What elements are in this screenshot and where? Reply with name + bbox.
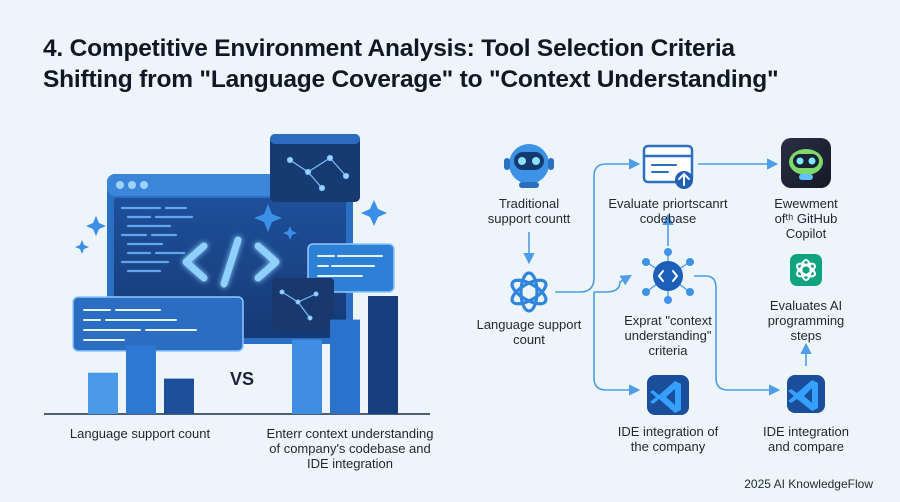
node-exprat-label: Exprat "context understanding" criteria bbox=[612, 313, 724, 358]
node-evaluate-line-1: Evaluate priortscanrt bbox=[608, 196, 728, 211]
vs-badge: VS bbox=[229, 369, 254, 389]
node-evaluate-label: Evaluate priortscanrt codebase bbox=[600, 196, 736, 226]
code-brackets-icon bbox=[182, 236, 280, 288]
node-ide-compare-label: IDE integration and compare bbox=[752, 424, 860, 454]
context-network-icon bbox=[642, 248, 694, 304]
label-context-line-1: Enterr context understanding bbox=[266, 426, 434, 441]
label-context-line-3: IDE integration bbox=[307, 456, 393, 471]
label-context-understanding: Enterr context understanding of company'… bbox=[262, 426, 438, 471]
footer-credit: 2025 AI KnowledgeFlow bbox=[744, 477, 873, 491]
sparkle-icon bbox=[75, 200, 387, 254]
node-ewewment-line-3: Copilot bbox=[785, 226, 827, 241]
node-language-label: Language support count bbox=[470, 317, 588, 347]
page-title: 4. Competitive Environment Analysis: Too… bbox=[43, 33, 779, 95]
node-exprat-line-3: criteria bbox=[648, 343, 688, 358]
label-language-support: Language support count bbox=[69, 426, 211, 441]
node-ewewment-line-1: Ewewment bbox=[774, 196, 838, 211]
bars-language-support bbox=[88, 345, 194, 414]
upload-document-icon bbox=[642, 144, 694, 189]
chatgpt-icon bbox=[790, 254, 822, 286]
label-context-line-2: of company's codebase and bbox=[269, 441, 431, 456]
bar-1-0 bbox=[292, 339, 322, 414]
network-panel-bottom bbox=[272, 278, 334, 330]
node-traditional-line-1: Traditional bbox=[498, 196, 560, 211]
node-ewewment-line-2: ofᵗʰ GitHub bbox=[774, 211, 838, 226]
bars-context-understanding bbox=[292, 296, 398, 414]
node-exprat-line-2: understanding" bbox=[624, 328, 712, 343]
robot-icon bbox=[504, 144, 554, 188]
node-ide-company-line-1: IDE integration of bbox=[617, 424, 719, 439]
node-ide-company-label: IDE integration of the company bbox=[612, 424, 724, 454]
network-panel-top bbox=[270, 134, 360, 202]
bar-1-2 bbox=[368, 296, 398, 414]
node-evaluate-line-2: codebase bbox=[639, 211, 697, 226]
vscode-icon-compare bbox=[787, 375, 825, 413]
title-line-2: Shifting from "Language Coverage" to "Co… bbox=[43, 66, 779, 93]
node-evaluates-label: Evaluates AI programming steps bbox=[754, 298, 858, 343]
bar-0-1 bbox=[126, 345, 156, 414]
bar-0-0 bbox=[88, 372, 118, 414]
copilot-icon bbox=[781, 138, 831, 188]
node-traditional-label: Traditional support countt bbox=[474, 196, 584, 226]
openai-knot-icon bbox=[510, 271, 548, 313]
node-evaluates-line-3: steps bbox=[790, 328, 822, 343]
flow-arrows bbox=[523, 158, 812, 396]
bar-0-2 bbox=[164, 378, 194, 414]
node-evaluates-line-1: Evaluates AI bbox=[769, 298, 843, 313]
node-ewewment-label: Ewewment ofᵗʰ GitHub Copilot bbox=[754, 196, 858, 241]
node-traditional-line-2: support countt bbox=[487, 211, 571, 226]
vscode-icon bbox=[647, 375, 689, 415]
node-evaluates-line-2: programming bbox=[767, 313, 845, 328]
code-panel-left bbox=[72, 296, 244, 352]
title-line-1: 4. Competitive Environment Analysis: Too… bbox=[43, 35, 735, 62]
node-language-line-1: Language support bbox=[476, 317, 582, 332]
bar-1-1 bbox=[330, 319, 360, 414]
node-ide-compare-line-1: IDE integration bbox=[763, 424, 849, 439]
node-ide-company-line-2: the company bbox=[630, 439, 706, 454]
node-exprat-line-1: Exprat "context bbox=[624, 313, 712, 328]
node-language-line-2: count bbox=[513, 332, 545, 347]
node-ide-compare-line-2: and compare bbox=[768, 439, 844, 454]
